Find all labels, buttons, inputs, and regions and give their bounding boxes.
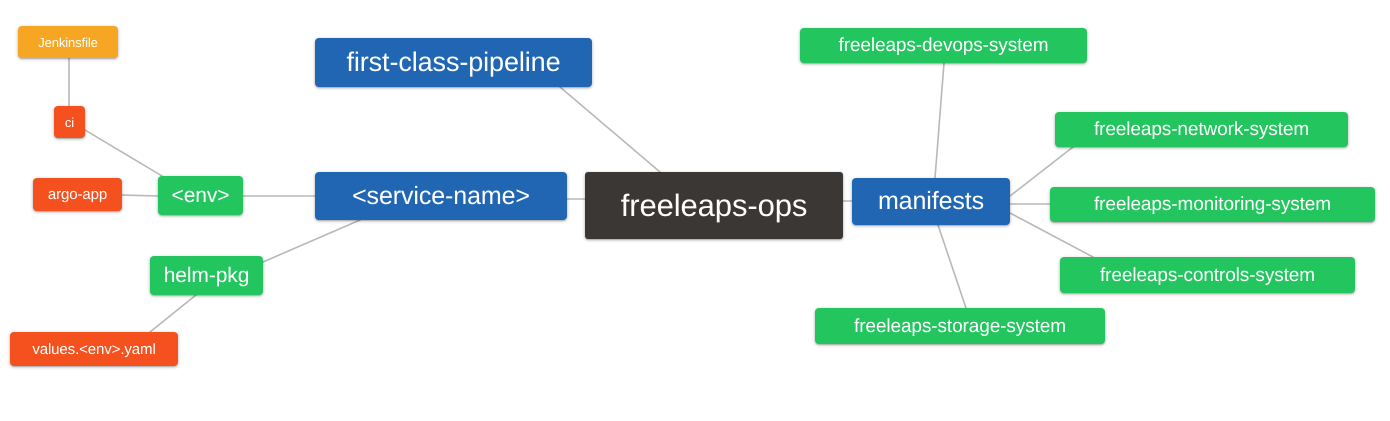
node-label-freeleaps-storage-system: freeleaps-storage-system [854,315,1066,337]
node-freeleaps-devops-system[interactable]: freeleaps-devops-system [800,28,1087,63]
node-label-ci: ci [64,114,75,130]
node-label-freeleaps-ops: freeleaps-ops [620,188,808,223]
node-label-freeleaps-network-system: freeleaps-network-system [1093,119,1310,140]
node-helm-pkg[interactable]: helm-pkg [150,256,263,295]
node-freeleaps-storage-system[interactable]: freeleaps-storage-system [815,308,1105,344]
node-label-argo-app: argo-app [47,186,108,203]
node-ci[interactable]: ci [54,106,85,138]
node-values-yaml[interactable]: values.<env>.yaml [10,332,178,366]
edge-manifests-devops [934,62,945,179]
node-first-class-pipeline[interactable]: first-class-pipeline [315,38,592,87]
node-label-freeleaps-controls-system: freeleaps-controls-system [1099,264,1316,286]
node-jenkinsfile[interactable]: Jenkinsfile [18,26,118,58]
node-freeleaps-ops[interactable]: freeleaps-ops [585,172,843,239]
node-label-freeleaps-monitoring-system: freeleaps-monitoring-system [1094,194,1331,215]
node-label-values-yaml: values.<env>.yaml [32,340,156,358]
node-label-jenkinsfile: Jenkinsfile [38,34,98,50]
node-manifests[interactable]: manifests [852,178,1010,225]
node-freeleaps-network-system[interactable]: freeleaps-network-system [1055,112,1348,147]
node-freeleaps-monitoring-system[interactable]: freeleaps-monitoring-system [1050,187,1375,222]
edge-valuesyaml-helmpkg [149,294,197,333]
node-label-first-class-pipeline: first-class-pipeline [346,47,561,77]
node-label-freeleaps-devops-system: freeleaps-devops-system [838,35,1049,56]
edge-manifests-storage [937,224,967,309]
edge-helmpkg-servicename [262,219,361,263]
node-env[interactable]: <env> [158,176,243,215]
node-label-manifests: manifests [877,187,985,215]
node-service-name[interactable]: <service-name> [315,172,567,220]
node-label-service-name: <service-name> [352,181,530,210]
node-freeleaps-controls-system[interactable]: freeleaps-controls-system [1060,257,1355,293]
node-argo-app[interactable]: argo-app [33,178,122,211]
edge-ci-env [84,129,163,177]
node-label-env: <env> [171,184,230,207]
node-label-helm-pkg: helm-pkg [163,264,250,287]
edge-argoapp-env [121,194,159,197]
edge-firstclass-ops [559,86,661,173]
